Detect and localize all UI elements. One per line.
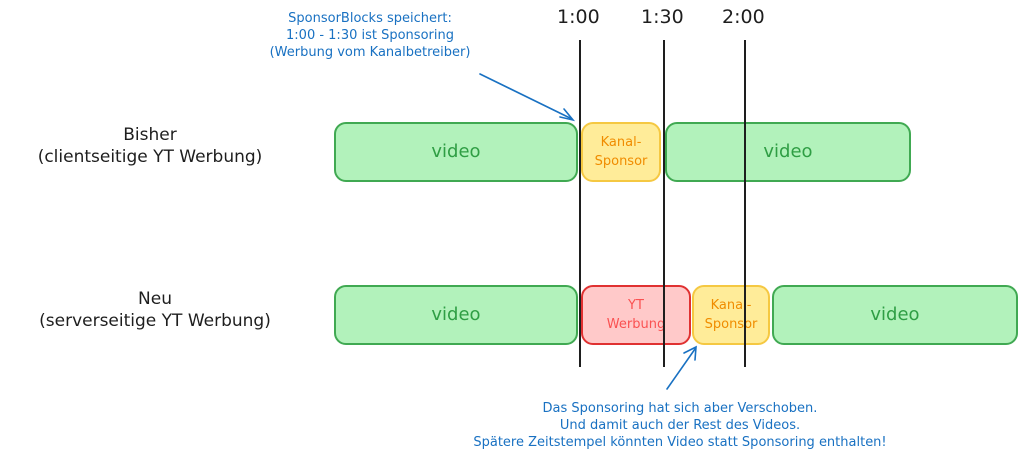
arrow-to-sponsor-start (479, 73, 573, 120)
segment-label: Kanal- Sponsor (595, 133, 648, 171)
tick-label-2-00: 2:00 (722, 6, 765, 28)
tick-label-1-30: 1:30 (641, 6, 684, 28)
tick-label-1-00: 1:00 (557, 6, 600, 28)
segment-label-line: YT (628, 298, 644, 313)
annotation-line: Das Sponsoring hat sich aber Verschoben. (542, 401, 818, 416)
video-segment: video (665, 122, 911, 182)
annotation-line: 1:00 - 1:30 ist Sponsoring (286, 28, 454, 43)
segment-label: YT Werbung (607, 296, 665, 334)
arrowhead-icon (559, 108, 576, 122)
time-marker-2-00 (744, 40, 746, 367)
video-segment: video (334, 285, 578, 345)
segment-label-line: Kanal- (710, 298, 752, 313)
yt-ad-segment: YT Werbung (581, 285, 691, 345)
row-label-neu: Neu (serverseitige YT Werbung) (0, 288, 310, 332)
segment-label-line: Sponsor (594, 154, 648, 169)
arrow-to-shifted-sponsor (666, 348, 696, 390)
time-marker-1-30 (663, 40, 665, 367)
annotation-line: Spätere Zeitstempel könnten Video statt … (473, 435, 887, 450)
segment-label-line: Werbung (606, 317, 666, 332)
row-subtitle: (clientseitige YT Werbung) (37, 147, 263, 167)
video-segment: video (334, 122, 578, 182)
annotation-line: (Werbung vom Kanalbetreiber) (269, 45, 471, 60)
sponsor-segment: Kanal- Sponsor (581, 122, 661, 182)
sponsorblock-annotation: SponsorBlocks speichert: 1:00 - 1:30 ist… (240, 10, 500, 61)
segment-label: video (870, 304, 920, 325)
segment-label: video (431, 141, 481, 162)
time-marker-1-00 (579, 40, 581, 367)
shift-annotation: Das Sponsoring hat sich aber Verschoben.… (380, 400, 980, 451)
video-segment: video (772, 285, 1018, 345)
row-label-bisher: Bisher (clientseitige YT Werbung) (0, 124, 300, 168)
annotation-line: SponsorBlocks speichert: (288, 11, 452, 26)
annotation-line: Und damit auch der Rest des Videos. (559, 418, 801, 433)
row-subtitle: (serverseitige YT Werbung) (39, 311, 271, 331)
arrowhead-icon (683, 345, 697, 361)
segment-label-line: Kanal- (600, 135, 642, 150)
segment-label: video (763, 141, 813, 162)
row-title: Neu (138, 289, 172, 309)
segment-label: video (431, 304, 481, 325)
row-title: Bisher (123, 125, 177, 145)
